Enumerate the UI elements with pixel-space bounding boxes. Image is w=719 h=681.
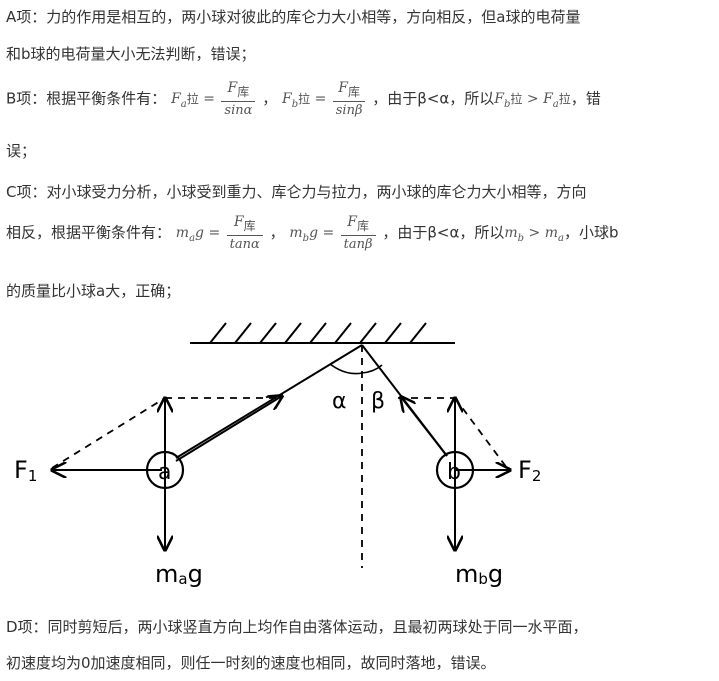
label-mag: mag	[155, 560, 203, 588]
equation-mbg: mbg =	[289, 225, 339, 245]
fraction-fku-tan-alpha: F库 tanα	[226, 214, 263, 252]
equation-fb: Fb拉 =	[281, 91, 331, 111]
fraction-fku-sin-beta: F库 sinβ	[332, 80, 366, 118]
fraction-fku-sin-alpha: F库 sinα	[221, 80, 256, 118]
comparison-mb-ma: mb > ma	[504, 225, 564, 245]
ball-b	[435, 450, 475, 490]
tension-arrow-a	[175, 396, 282, 462]
equation-fa: Fa拉 =	[171, 91, 220, 111]
option-b-line-2: 误；	[6, 142, 37, 160]
option-c-line-1: C项：对小球受力分析，小球受到重力、库仑力与拉力，两小球的库仑力大小相等，方向	[6, 183, 587, 201]
force-diagram: α β a b F1 F2 mag mbg	[14, 322, 541, 588]
option-c-lead: 相反，根据平衡条件有：	[6, 223, 172, 242]
option-b-line-1: B项：根据平衡条件有： Fa拉 = F库 sinα ， Fb拉 = F库 sin…	[6, 80, 601, 118]
label-mbg: mbg	[455, 560, 503, 588]
option-d-line-1: D项：同时剪短后，两小球竖直方向上均作自由落体运动，且最初两球处于同一水平面，	[6, 618, 588, 636]
label-f1: F1	[14, 456, 37, 485]
ball-b-label: b	[447, 460, 461, 485]
parallelogram-dashed-b-2	[454, 397, 508, 469]
angle-alpha-arc	[329, 363, 363, 375]
parallelogram-dashed-a-1	[51, 397, 166, 469]
option-b-lead: B项：根据平衡条件有：	[6, 89, 167, 108]
tension-arrow-b	[401, 397, 448, 457]
ceiling	[190, 322, 455, 344]
option-d-line-2: 初速度均为0加速度相同，则任一时刻的速度也相同，故同时落地，错误。	[6, 654, 496, 672]
angle-beta-arc	[361, 364, 383, 374]
ball-a	[145, 450, 185, 490]
option-a-line-1: A项：力的作用是相互的，两小球对彼此的库仑力大小相等，方向相反，但a球的电荷量	[6, 8, 581, 26]
angle-beta-label: β	[371, 389, 385, 414]
option-a-line-2: 和b球的电荷量大小无法判断，错误；	[6, 45, 256, 63]
ball-a-label: a	[158, 460, 171, 485]
comparison-fb-fa: Fb拉 > Fa拉	[494, 91, 571, 111]
label-f2: F2	[518, 456, 541, 485]
angle-alpha-label: α	[332, 389, 347, 414]
fraction-fku-tan-beta: F库 tanβ	[340, 214, 376, 252]
equation-mag: mag =	[175, 225, 225, 245]
option-c-line-2: 相反，根据平衡条件有： mag = F库 tanα ， mbg = F库 tan…	[6, 214, 619, 252]
option-c-line-3: 的质量比小球a大，正确；	[6, 282, 181, 300]
